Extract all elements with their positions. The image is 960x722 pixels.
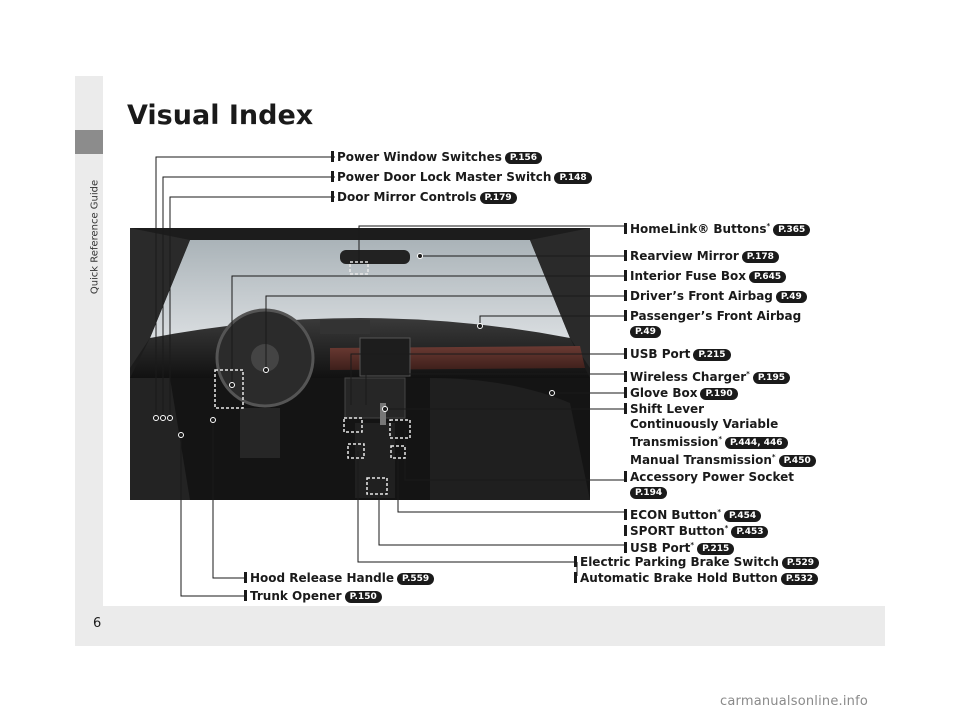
page-ref-link[interactable]: P.215 xyxy=(697,543,735,555)
option-asterisk: * xyxy=(690,541,695,549)
page-ref-link[interactable]: P.365 xyxy=(773,224,811,236)
page-ref-link[interactable]: P.156 xyxy=(504,152,543,164)
page-number: 6 xyxy=(93,616,102,631)
dashboard-photo xyxy=(130,228,590,500)
callout-label: HomeLink® Buttons xyxy=(630,222,767,236)
option-asterisk: * xyxy=(746,370,750,378)
page-ref-link[interactable]: P.195 xyxy=(752,372,790,384)
page-ref-link[interactable]: P.450 xyxy=(778,455,816,467)
callout-label: Trunk Opener xyxy=(250,589,342,603)
callout-econ-button[interactable]: ECON Button*P.454 xyxy=(624,505,762,523)
page-ref-link[interactable]: P.454 xyxy=(724,510,762,522)
page-ref-link[interactable]: P.179 xyxy=(479,192,517,204)
callout-label: Rearview Mirror xyxy=(630,249,739,263)
cvt-label-line2: Transmission xyxy=(630,435,719,449)
callout-label: SPORT Button xyxy=(630,524,725,538)
option-asterisk: * xyxy=(718,435,723,443)
manual-transmission-label: Manual Transmission xyxy=(630,453,772,467)
page-ref-link[interactable]: P.194 xyxy=(630,487,668,499)
page-ref-link[interactable]: P.190 xyxy=(700,388,738,400)
page-ref-link[interactable]: P.453 xyxy=(731,526,769,538)
callout-label: Electric Parking Brake Switch xyxy=(580,555,779,569)
cvt-label-line1: Continuously Variable xyxy=(630,417,779,431)
callout-label: Shift Lever xyxy=(630,402,705,416)
option-asterisk: * xyxy=(766,222,771,230)
callout-label: USB Port xyxy=(630,541,691,555)
page-ref-link[interactable]: P.444, 446 xyxy=(725,437,788,449)
callout-label: Power Door Lock Master Switch xyxy=(337,170,552,184)
page-title: Visual Index xyxy=(127,100,314,131)
option-asterisk: * xyxy=(717,508,722,516)
callout-label: Power Window Switches xyxy=(337,150,502,164)
page-ref-link[interactable]: P.559 xyxy=(397,573,435,585)
callout-homelink-buttons[interactable]: HomeLink® Buttons*P.365 xyxy=(624,219,811,237)
callout-passengers-front-airbag[interactable]: Passenger’s Front Airbag P.49 xyxy=(624,309,801,339)
page-ref-link[interactable]: P.150 xyxy=(344,591,382,603)
callout-label: Door Mirror Controls xyxy=(337,190,477,204)
callout-accessory-power-socket[interactable]: Accessory Power Socket P.194 xyxy=(624,470,794,500)
callout-label: Interior Fuse Box xyxy=(630,269,746,283)
page-ref-link[interactable]: P.645 xyxy=(749,271,787,283)
section-tab[interactable] xyxy=(75,130,103,154)
callout-usb-port-rear[interactable]: USB Port*P.215 xyxy=(624,538,735,556)
page-ref-link[interactable]: P.49 xyxy=(630,326,661,338)
callout-label: Driver’s Front Airbag xyxy=(630,289,773,303)
watermark: carmanualsonline.info xyxy=(720,694,869,709)
option-asterisk: * xyxy=(724,524,729,532)
page-ref-link[interactable]: P.529 xyxy=(781,557,820,569)
callout-label: Glove Box xyxy=(630,386,698,400)
callout-label: Wireless Charger xyxy=(630,370,747,384)
section-side-label: Quick Reference Guide xyxy=(89,179,101,295)
page-ref-link[interactable]: P.178 xyxy=(741,251,779,263)
callout-shift-lever[interactable]: Shift Lever Continuously Variable Transm… xyxy=(624,402,816,468)
callout-label: Accessory Power Socket xyxy=(630,470,794,484)
callout-label: ECON Button xyxy=(630,508,718,522)
page-ref-link[interactable]: P.215 xyxy=(693,349,731,361)
page-ref-link[interactable]: P.148 xyxy=(554,172,592,184)
callout-wireless-charger[interactable]: Wireless Charger*P.195 xyxy=(624,367,790,385)
option-asterisk: * xyxy=(771,453,776,461)
page-ref-link[interactable]: P.49 xyxy=(775,291,807,303)
callout-sport-button[interactable]: SPORT Button*P.453 xyxy=(624,521,769,539)
callout-label: Automatic Brake Hold Button xyxy=(580,571,778,585)
callout-label: USB Port xyxy=(630,347,691,361)
callout-label: Hood Release Handle xyxy=(250,571,395,585)
page-ref-link[interactable]: P.532 xyxy=(780,573,818,585)
callout-label: Passenger’s Front Airbag xyxy=(630,309,802,323)
